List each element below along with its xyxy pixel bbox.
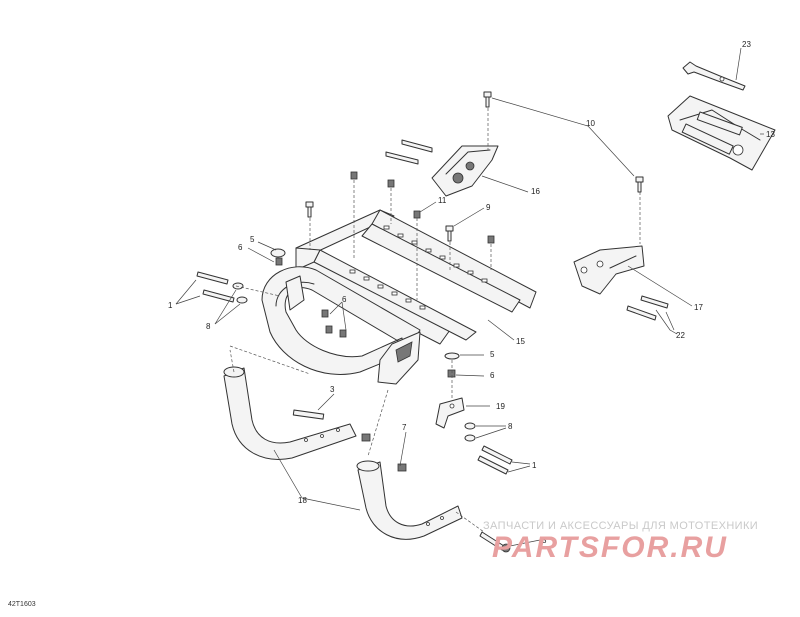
bolts-1-right [477,445,531,475]
watermark-logo-text: PARTSFOR.RU [492,531,728,564]
handle-18-left [223,349,371,460]
washer-nut-right [444,352,485,378]
bolts-1-left [175,271,248,325]
handle-18-right [356,431,463,540]
clip-19 [435,397,490,429]
callout-1-left: 1 [168,301,173,310]
watermark-logo-graphic: PARTSFOR.RU [492,531,728,564]
bolt-22-a [640,295,669,309]
frame-holes [349,225,488,310]
bolt-9 [445,207,485,242]
callout-8-left: 8 [206,322,211,331]
callout-18: 18 [298,496,307,505]
callout-5-right: 5 [490,350,495,359]
callout-13: 13 [766,130,775,139]
callout-17: 17 [694,303,703,312]
callout-15: 15 [516,337,525,346]
nuts-6-center [321,301,347,338]
callout-19: 19 [496,402,505,411]
assembly-guides [229,108,641,533]
washer-nut-left [247,241,286,266]
callout-6-right: 6 [490,371,495,380]
handle-left-holes [304,428,340,442]
screw-10-right [635,176,644,193]
bolt-22-b [626,305,657,321]
washers-8-right [464,422,507,442]
wrench-23 [682,47,746,91]
rack-frame-15 [261,209,537,385]
callout-5-left: 5 [250,235,255,244]
bracket-17 [573,245,693,307]
watermark-logo: PARTSFOR.RU [492,531,792,570]
handle-right-holes [426,516,444,526]
callout-11: 11 [438,196,447,205]
watermark-tagline: ЗАПЧАСТИ И АКСЕССУАРЫ ДЛЯ МОТОТЕХНИКИ [483,520,759,532]
callout-7: 7 [402,423,407,432]
callout-6-center: 6 [342,295,347,304]
document-reference: 42T1603 [8,601,36,608]
screw-10-left [483,91,492,108]
callout-1-right: 1 [532,461,537,470]
callout-10: 10 [586,119,595,128]
callout-16: 16 [531,187,540,196]
nut-11-group [350,171,495,244]
bracket-16 [385,139,529,197]
callout-6-left: 6 [238,243,243,252]
callout-22: 22 [676,331,685,340]
callout-3-upper: 3 [330,385,335,394]
callout-23: 23 [742,40,751,49]
callout-9: 9 [486,203,491,212]
screw-top-left [305,201,314,218]
toolkit-13 [667,95,776,171]
bolt-3-bottom [479,531,541,553]
callout-3-lower: 3 [542,536,547,545]
callout-8-right: 8 [508,422,513,431]
callout-labels: 23 13 10 16 11 9 6 5 1 8 6 15 17 22 5 6 … [168,40,775,545]
